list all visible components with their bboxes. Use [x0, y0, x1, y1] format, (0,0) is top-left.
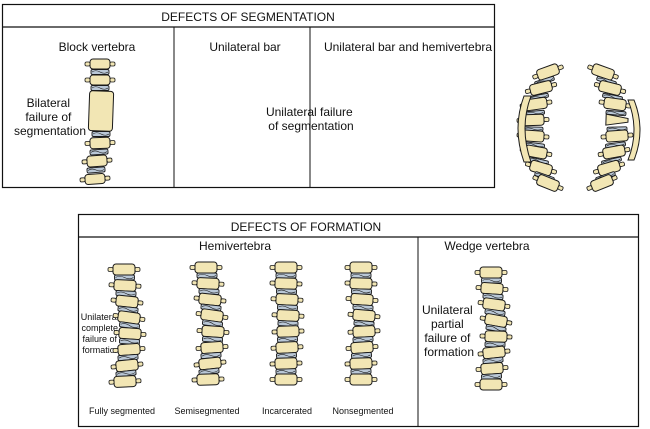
disc-shape	[485, 324, 507, 333]
bilateral-failure-label: Bilateral failure of segmentation	[14, 96, 86, 138]
vertebra-shape	[108, 375, 142, 388]
wedge-vertebra-spine	[474, 266, 513, 391]
vertebra-shape	[479, 330, 513, 343]
disc-shape	[353, 319, 375, 328]
unilateral-complete-failure-label: Unilateral complete failure of formation	[81, 312, 122, 355]
hemivertebra-label: Hemivertebra	[199, 239, 271, 253]
vertebra-shape	[269, 277, 303, 290]
vertebra-shape	[270, 341, 304, 354]
disc-shape	[119, 337, 140, 346]
vertebra-shape	[516, 113, 550, 127]
incarcerated-caption: Incarcerated	[262, 406, 312, 416]
vertebra-shape	[474, 378, 508, 391]
segmentation-title: DEFECTS OF SEGMENTATION	[161, 10, 335, 24]
vertebra-shape	[84, 74, 116, 86]
vertebra-shape	[532, 174, 564, 192]
vertebra-shape	[269, 261, 303, 274]
vertebra-shape	[193, 292, 227, 307]
incarcerated-spine	[269, 261, 305, 386]
unilateral-bar-label: Unilateral bar	[209, 40, 280, 54]
unilateral-bar-hemivertebra-label: Unilateral bar and hemivertebra	[324, 40, 492, 54]
unilateral-bar-shape	[517, 95, 532, 163]
unilateral-failure-segmentation-label: Unilateral failure of segmentation	[266, 105, 356, 133]
vertebra-shape	[474, 266, 508, 279]
vertebra-shape	[524, 80, 558, 96]
vertebra-shape	[108, 279, 142, 292]
vertebra-shape	[269, 357, 303, 370]
vertebra-shape	[593, 80, 627, 96]
disc-shape	[89, 148, 109, 156]
vertebra-shape	[269, 373, 303, 386]
vertebra-shape	[87, 90, 115, 132]
vertebra-shape	[79, 173, 111, 185]
vertebra-shape	[112, 310, 146, 325]
vertebra-shape	[110, 294, 144, 309]
disc-shape	[275, 368, 297, 375]
unilateral-bar-shape	[627, 99, 641, 161]
vertebra-shape	[598, 96, 632, 112]
vertebra-shape	[347, 308, 381, 323]
disc-shape	[351, 351, 372, 360]
vertebra-shape	[193, 356, 227, 371]
vertebra-shape	[81, 154, 113, 168]
vertebra-shape	[586, 174, 618, 192]
vertebra-shape	[597, 144, 631, 160]
disc-shape	[481, 277, 502, 284]
disc-shape	[350, 368, 372, 375]
vertebra-shape	[191, 277, 225, 290]
semisegmented-spine	[189, 261, 230, 386]
disc-shape	[90, 85, 110, 91]
vertebra-shape	[271, 309, 305, 322]
vertebra-shape	[195, 340, 229, 355]
vertebra-shape	[110, 358, 144, 373]
disc-shape	[90, 69, 110, 75]
disc-shape	[350, 272, 372, 279]
vertebra-shape	[344, 373, 378, 386]
disc-shape	[202, 335, 223, 344]
vertebra-shape	[344, 357, 378, 370]
block-vertebra-label: Block vertebra	[59, 40, 136, 54]
disc-shape	[91, 131, 111, 137]
vertebra-shape	[347, 325, 381, 338]
formation-title: DEFECTS OF FORMATION	[231, 220, 381, 234]
vertebra-shape	[344, 261, 378, 274]
vertebra-shape	[605, 113, 629, 126]
vertebra-shape	[344, 277, 378, 290]
vertebra-shape	[477, 297, 511, 312]
nonsegmented-spine	[344, 261, 381, 386]
semisegmented-caption: Semisegmented	[174, 406, 239, 416]
disc-shape	[86, 166, 106, 174]
unilateral-bar-hemivertebra-spine	[586, 63, 641, 192]
vertebra-shape	[189, 261, 223, 274]
vertebra-shape	[475, 361, 509, 376]
block-vertebra-spine	[79, 58, 116, 185]
unilateral-bar-spine	[516, 63, 564, 192]
unilateral-partial-failure-label: Unilateral partial failure of formation	[422, 303, 476, 359]
fully-segmented-caption: Fully segmented	[89, 406, 155, 416]
fully-segmented-spine	[107, 263, 147, 388]
wedge-vertebra-label: Wedge vertebra	[444, 239, 529, 253]
vertebra-shape	[270, 293, 304, 306]
vertebra-shape	[191, 373, 225, 386]
segmentation-frame	[1, 3, 496, 189]
vertebra-shape	[107, 263, 141, 276]
vertebra-shape	[271, 325, 305, 338]
formation-panel: DEFECTS OF FORMATION Hemivertebra Wedge …	[77, 213, 640, 428]
vertebra-shape	[84, 136, 116, 150]
vertebra-shape	[112, 342, 146, 357]
vertebra-shape	[600, 129, 634, 143]
nonsegmented-caption: Nonsegmented	[332, 406, 393, 416]
disc-shape	[275, 272, 297, 279]
disc-shape	[605, 109, 627, 117]
segmentation-panel: DEFECTS OF SEGMENTATION Block vertebra U…	[1, 3, 496, 189]
vertebra-shape	[84, 58, 116, 70]
